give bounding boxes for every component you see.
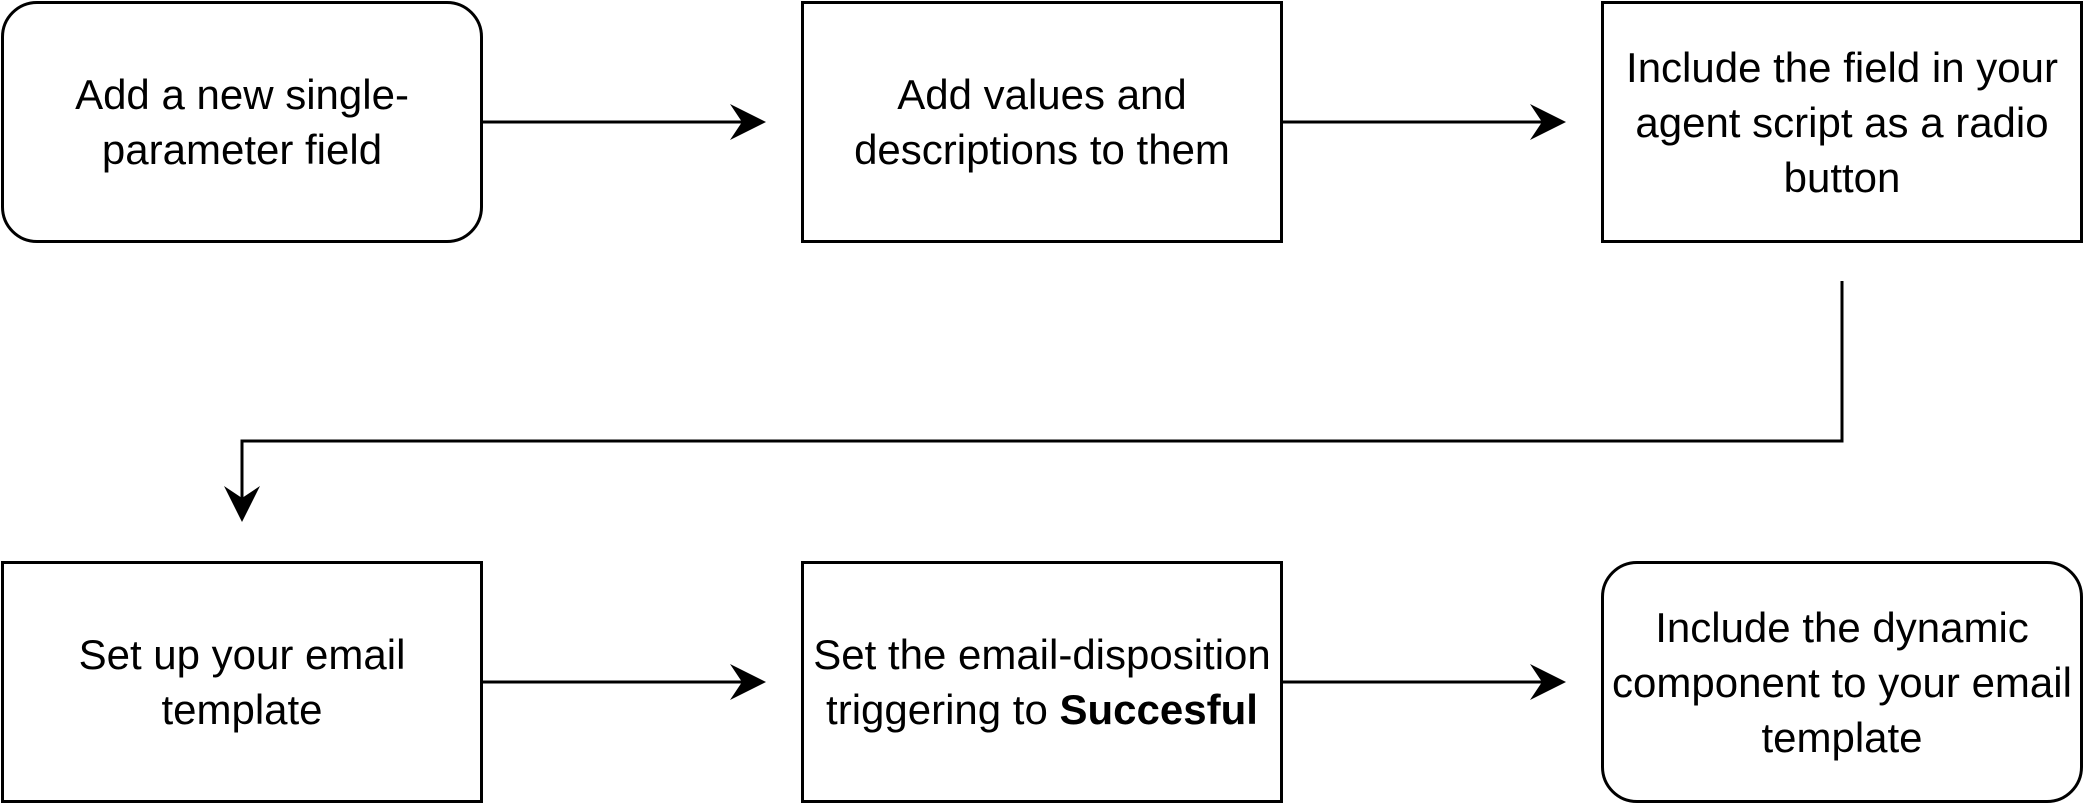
step-include-field-in-agent-script: Include the field in your agent script a… xyxy=(1601,1,2083,243)
step-label-bold-value: Succesful xyxy=(1059,686,1258,733)
arrow-step4-to-step5 xyxy=(483,664,766,700)
step-label: Add values and descriptions to them xyxy=(854,71,1230,173)
arrow-step1-to-step2 xyxy=(483,104,766,140)
step-add-values-and-descriptions: Add values and descriptions to them xyxy=(801,1,1283,243)
arrow-step3-to-step4 xyxy=(224,281,1844,522)
arrow-step2-to-step3 xyxy=(1283,104,1566,140)
step-include-dynamic-component: Include the dynamic component to your em… xyxy=(1601,561,2083,803)
arrow-step5-to-step6 xyxy=(1283,664,1566,700)
step-label: Set up your email template xyxy=(78,631,406,733)
step-label: Include the dynamic component to your em… xyxy=(1612,603,2072,761)
step-set-email-disposition-triggering: Set the email-disposition triggering to … xyxy=(801,561,1283,803)
step-add-single-parameter-field: Add a new single-parameter field xyxy=(1,1,483,243)
step-label: Include the field in your agent script a… xyxy=(1626,43,2058,201)
step-label: Add a new single-parameter field xyxy=(75,71,409,173)
step-label-text: Set the email-disposition triggering to xyxy=(813,631,1271,733)
step-set-up-email-template: Set up your email template xyxy=(1,561,483,803)
step-label: Set the email-disposition triggering to … xyxy=(812,627,1272,737)
